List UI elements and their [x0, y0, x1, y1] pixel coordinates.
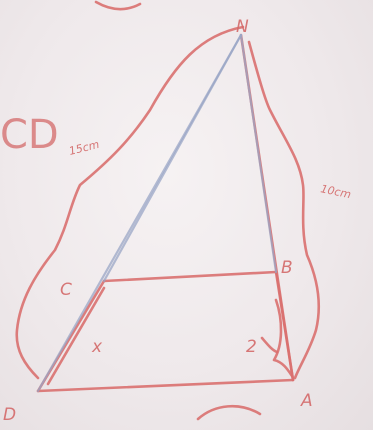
brace-ab-cusp — [260, 336, 279, 354]
vertex-label-c: C — [60, 280, 72, 300]
base-edge-cb — [102, 270, 278, 283]
vertex-label-d: D — [3, 405, 16, 425]
vertex-label-n: N — [236, 17, 249, 37]
length-label-nd: 15cm — [68, 138, 101, 158]
brace-nd — [15, 25, 245, 380]
length-label-na: 10cm — [319, 182, 352, 201]
vertex-label-b: B — [281, 258, 293, 278]
length-label-ab: 2 — [246, 337, 257, 357]
fragment-label-cd: CD — [0, 112, 59, 158]
vertex-label-a: A — [300, 391, 313, 411]
edge-nd — [36, 33, 243, 393]
top-edge-fragment — [94, 0, 142, 11]
brace-na — [247, 40, 321, 380]
bottom-stroke-fragment — [196, 404, 262, 421]
length-label-dc: x — [91, 337, 103, 357]
base-edge-da — [36, 378, 295, 393]
base-edge-dc-shade — [46, 286, 106, 386]
edge-nb — [239, 33, 278, 274]
brace-ab — [272, 298, 294, 378]
